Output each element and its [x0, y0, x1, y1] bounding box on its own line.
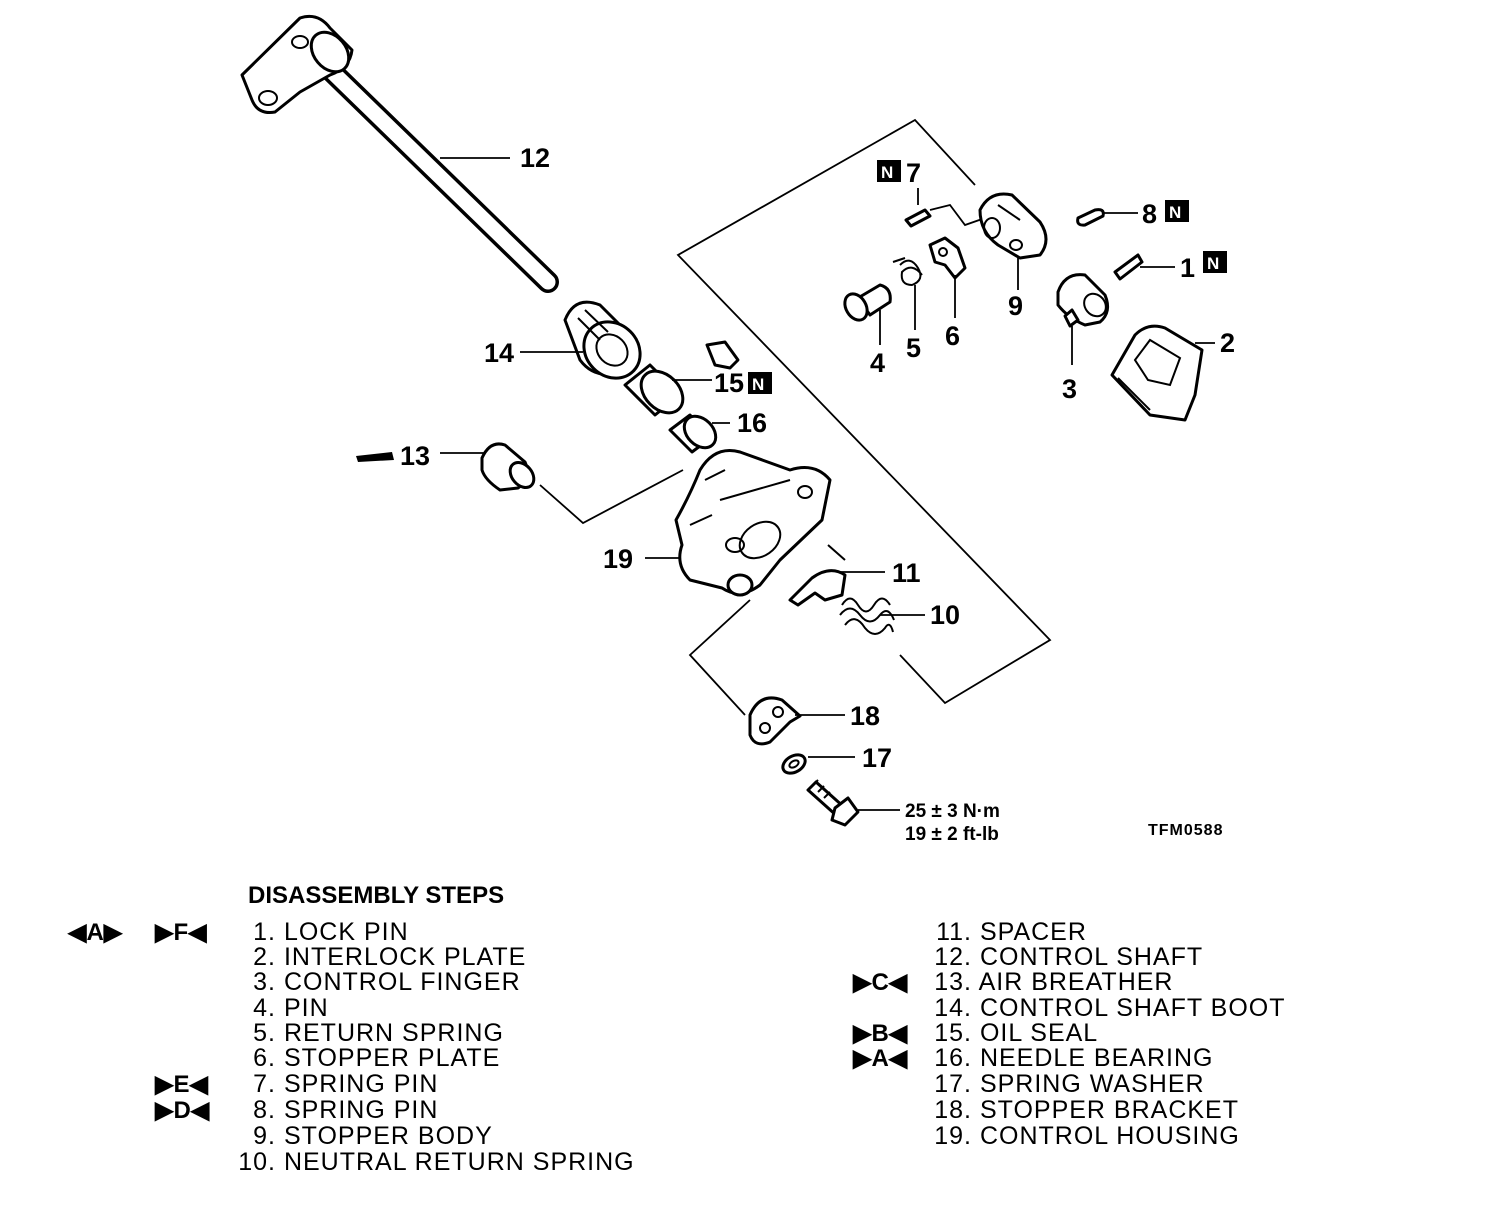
step-15: 15. OIL SEAL: [934, 1019, 1099, 1047]
step-9: 9. STOPPER BODY: [253, 1122, 493, 1150]
stopper-bracket-part: [748, 696, 802, 746]
torque-ftlb: 19 ± 2 ft-lb: [905, 824, 999, 845]
pin-part: [843, 283, 892, 322]
callout-14: 14: [484, 338, 514, 368]
stopper-plate-part: [928, 236, 967, 280]
step-16: 16. NEEDLE BEARING: [934, 1044, 1214, 1072]
install-marker-a: ▶A◀: [853, 1045, 908, 1072]
step-5: 5. RETURN SPRING: [253, 1019, 504, 1047]
leader-7b: [929, 203, 986, 227]
spring-pin-8-part: [1076, 208, 1105, 227]
callout-11: 11: [892, 558, 921, 588]
callout-2: 2: [1220, 328, 1235, 358]
return-spring-part: [892, 257, 923, 287]
svg-text:N: N: [752, 375, 764, 394]
callout-3: 3: [1062, 374, 1077, 404]
lock-pin-part: [1113, 253, 1144, 281]
callout-8: 8: [1142, 199, 1157, 229]
callout-12: 12: [520, 143, 550, 173]
callout-17: 17: [862, 743, 892, 773]
install-marker-d: ▶D◀: [155, 1097, 210, 1124]
new-part-mark-7: N: [877, 160, 901, 182]
step-19: 19. CONTROL HOUSING: [934, 1122, 1240, 1150]
step-11: 11. SPACER: [936, 918, 1087, 946]
step-18: 18. STOPPER BRACKET: [934, 1096, 1239, 1124]
neutral-return-spring-part: [839, 597, 895, 635]
spacer-part: [788, 544, 847, 607]
step-17: 17. SPRING WASHER: [934, 1070, 1205, 1098]
callout-15: 15: [714, 368, 744, 398]
install-marker-e: ▶E◀: [155, 1071, 208, 1098]
bolt-part: [806, 779, 860, 827]
figure-id: TFM0588: [1148, 822, 1223, 839]
step-3: 3. CONTROL FINGER: [253, 968, 521, 996]
callout-7: 7: [906, 158, 921, 188]
control-finger-part: [1056, 273, 1110, 328]
callout-16: 16: [737, 408, 767, 438]
step-14: 14. CONTROL SHAFT BOOT: [934, 994, 1286, 1022]
install-marker-b: ▶B◀: [853, 1020, 908, 1047]
steps-title: DISASSEMBLY STEPS: [248, 882, 505, 909]
callout-9: 9: [1008, 291, 1023, 321]
assembly-outline: [539, 118, 1052, 716]
torque-nm: 25 ± 3 N·m: [905, 801, 1000, 822]
disassembly-steps-section: DISASSEMBLY STEPS ◀A▶ ▶F◀ ▶E◀ ▶D◀ 1. LOC…: [0, 870, 1504, 1230]
new-part-mark-8: N: [1165, 200, 1189, 222]
new-part-mark-15: N: [748, 372, 772, 394]
step-8: 8. SPRING PIN: [253, 1096, 439, 1124]
svg-text:N: N: [881, 163, 893, 182]
spring-pin-7-part: [904, 208, 932, 228]
callout-1: 1: [1180, 253, 1195, 283]
step-13: 13. AIR BREATHER: [934, 968, 1174, 996]
svg-text:N: N: [1207, 254, 1219, 273]
install-marker-c: ▶C◀: [853, 969, 908, 996]
svg-text:N: N: [1169, 203, 1181, 222]
step-7: 7. SPRING PIN: [253, 1070, 439, 1098]
step-4: 4. PIN: [253, 994, 329, 1022]
oil-seal-part: [623, 340, 740, 417]
callout-19: 19: [603, 544, 633, 574]
callout-10: 10: [930, 600, 960, 630]
step-1: 1. LOCK PIN: [253, 918, 409, 946]
control-shaft-part: [240, 14, 559, 293]
callout-6: 6: [945, 321, 960, 351]
air-breather-part: [356, 442, 536, 492]
callout-18: 18: [850, 701, 880, 731]
new-part-mark-1: N: [1203, 251, 1227, 273]
needle-bearing-part: [668, 413, 718, 454]
callout-13: 13: [400, 441, 430, 471]
step-2: 2. INTERLOCK PLATE: [253, 943, 527, 971]
exploded-view-diagram: 12 14 15 N 16 13 19: [240, 14, 1235, 845]
step-12: 12. CONTROL SHAFT: [934, 943, 1204, 971]
step-6: 6. STOPPER PLATE: [253, 1044, 501, 1072]
interlock-plate-part: [1110, 324, 1204, 422]
control-shaft-boot-part: [563, 300, 642, 380]
callout-5: 5: [906, 333, 921, 363]
callout-4: 4: [870, 348, 885, 378]
control-housing-part: [674, 449, 832, 597]
removal-marker-a: ◀A▶: [68, 919, 123, 946]
step-10: 10. NEUTRAL RETURN SPRING: [238, 1148, 635, 1176]
install-marker-f: ▶F◀: [155, 919, 207, 946]
stopper-body-part: [978, 192, 1048, 260]
spring-washer-part: [781, 753, 807, 775]
